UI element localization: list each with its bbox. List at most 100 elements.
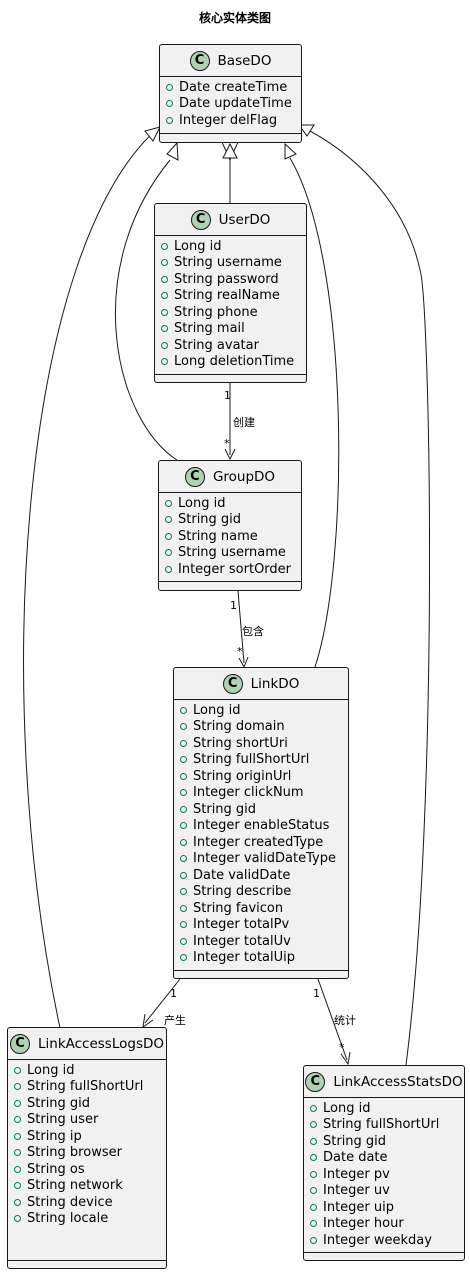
public-visibility-icon <box>165 499 172 507</box>
public-visibility-icon <box>310 1187 317 1195</box>
public-visibility-icon <box>14 1215 21 1223</box>
attribute-text: String fullShortUrl <box>193 752 310 768</box>
attribute-text: Integer uip <box>323 1199 394 1215</box>
attribute-text: String fullShortUrl <box>323 1117 440 1133</box>
class-header: C LinkAccessLogsDO <box>8 1028 166 1060</box>
public-visibility-icon <box>180 904 187 912</box>
attribute-text: String gid <box>27 1095 91 1111</box>
attribute-text: Integer hour <box>323 1216 404 1232</box>
attribute-text: Integer totalUv <box>193 933 291 949</box>
attribute-text: Integer delFlag <box>179 112 278 128</box>
public-visibility-icon <box>180 838 187 846</box>
public-visibility-icon <box>165 549 172 557</box>
attribute-text: String device <box>27 1194 113 1210</box>
public-visibility-icon <box>14 1099 21 1107</box>
public-visibility-icon <box>14 1198 21 1206</box>
attribute-text: String describe <box>193 884 292 900</box>
attribute-text: Integer totalUip <box>193 950 296 966</box>
attribute-row: String browser <box>8 1145 166 1162</box>
attribute-row: Integer validDateType <box>174 851 348 868</box>
attribute-text: Integer pv <box>323 1166 390 1182</box>
attribute-row: String favicon <box>174 900 348 917</box>
link-logs-from-mult: 1 <box>170 987 177 1000</box>
attribute-row: Date date <box>304 1150 464 1167</box>
attribute-text: String fullShortUrl <box>27 1079 144 1095</box>
class-header: C GroupDO <box>159 461 301 493</box>
attribute-row: String gid <box>8 1095 166 1112</box>
public-visibility-icon <box>161 242 168 250</box>
class-name: BaseDO <box>217 52 272 69</box>
class-name: LinkAccessStatsDO <box>333 1073 463 1090</box>
public-visibility-icon <box>180 888 187 896</box>
attribute-row: Long id <box>155 238 306 255</box>
assoc-link-logs <box>144 978 181 1024</box>
attribute-row: String phone <box>155 304 306 321</box>
public-visibility-icon <box>310 1121 317 1129</box>
attribute-row: String gid <box>304 1133 464 1150</box>
diagram-title: 核心实体类图 <box>198 11 271 25</box>
link-stats-label: 统计 <box>334 1014 356 1027</box>
attribute-text: Integer enableStatus <box>193 818 330 834</box>
attribute-row: Date updateTime <box>160 96 301 113</box>
class-c-icon: C <box>222 673 243 694</box>
attribute-text: String password <box>174 271 279 287</box>
attribute-text: Integer createdType <box>193 834 324 850</box>
public-visibility-icon <box>161 308 168 316</box>
attribute-text: Long id <box>178 495 226 511</box>
public-visibility-icon <box>166 100 173 108</box>
public-visibility-icon <box>165 516 172 524</box>
attribute-row: String gid <box>174 801 348 818</box>
public-visibility-icon <box>180 855 187 863</box>
class-header: C LinkDO <box>174 668 348 700</box>
public-visibility-icon <box>180 739 187 747</box>
attribute-text: String favicon <box>193 900 284 916</box>
public-visibility-icon <box>310 1154 317 1162</box>
public-visibility-icon <box>14 1182 21 1190</box>
class-header: C LinkAccessStatsDO <box>304 1066 464 1098</box>
attribute-row: String realName <box>155 288 306 305</box>
inherit-link-base <box>289 157 340 668</box>
methods-divider <box>174 970 348 971</box>
attribute-row: String user <box>8 1112 166 1129</box>
public-visibility-icon <box>180 805 187 813</box>
group-link-label: 包含 <box>242 625 264 638</box>
class-header: C UserDO <box>155 204 306 236</box>
attribute-text: Long id <box>27 1062 75 1078</box>
attribute-text: Long deletionTime <box>174 354 295 370</box>
public-visibility-icon <box>180 756 187 764</box>
attribute-text: String originUrl <box>193 768 292 784</box>
attribute-row: Long id <box>159 495 301 512</box>
public-visibility-icon <box>161 259 168 267</box>
attribute-row: String username <box>159 545 301 562</box>
inherit-stats-base <box>301 126 431 1066</box>
public-visibility-icon <box>180 706 187 714</box>
attribute-row: Long deletionTime <box>155 354 306 371</box>
link-logs-label: 产生 <box>164 1014 186 1027</box>
attribute-text: String user <box>27 1112 99 1128</box>
attribute-text: Integer weekday <box>323 1232 432 1248</box>
attribute-row: Integer totalUv <box>174 933 348 950</box>
attribute-text: String username <box>178 545 286 561</box>
attribute-text: String phone <box>174 304 258 320</box>
inherit-logs-base <box>23 127 159 1029</box>
public-visibility-icon <box>310 1236 317 1244</box>
attribute-text: String ip <box>27 1128 82 1144</box>
public-visibility-icon <box>14 1165 21 1173</box>
attribute-text: String gid <box>193 801 257 817</box>
attribute-text: Integer uv <box>323 1183 390 1199</box>
attribute-row: Integer uv <box>304 1183 464 1200</box>
attribute-row: Integer delFlag <box>160 112 301 129</box>
inherit-head-link <box>284 142 297 160</box>
attribute-text: Date createTime <box>179 79 288 95</box>
attribute-row: Integer pv <box>304 1166 464 1183</box>
